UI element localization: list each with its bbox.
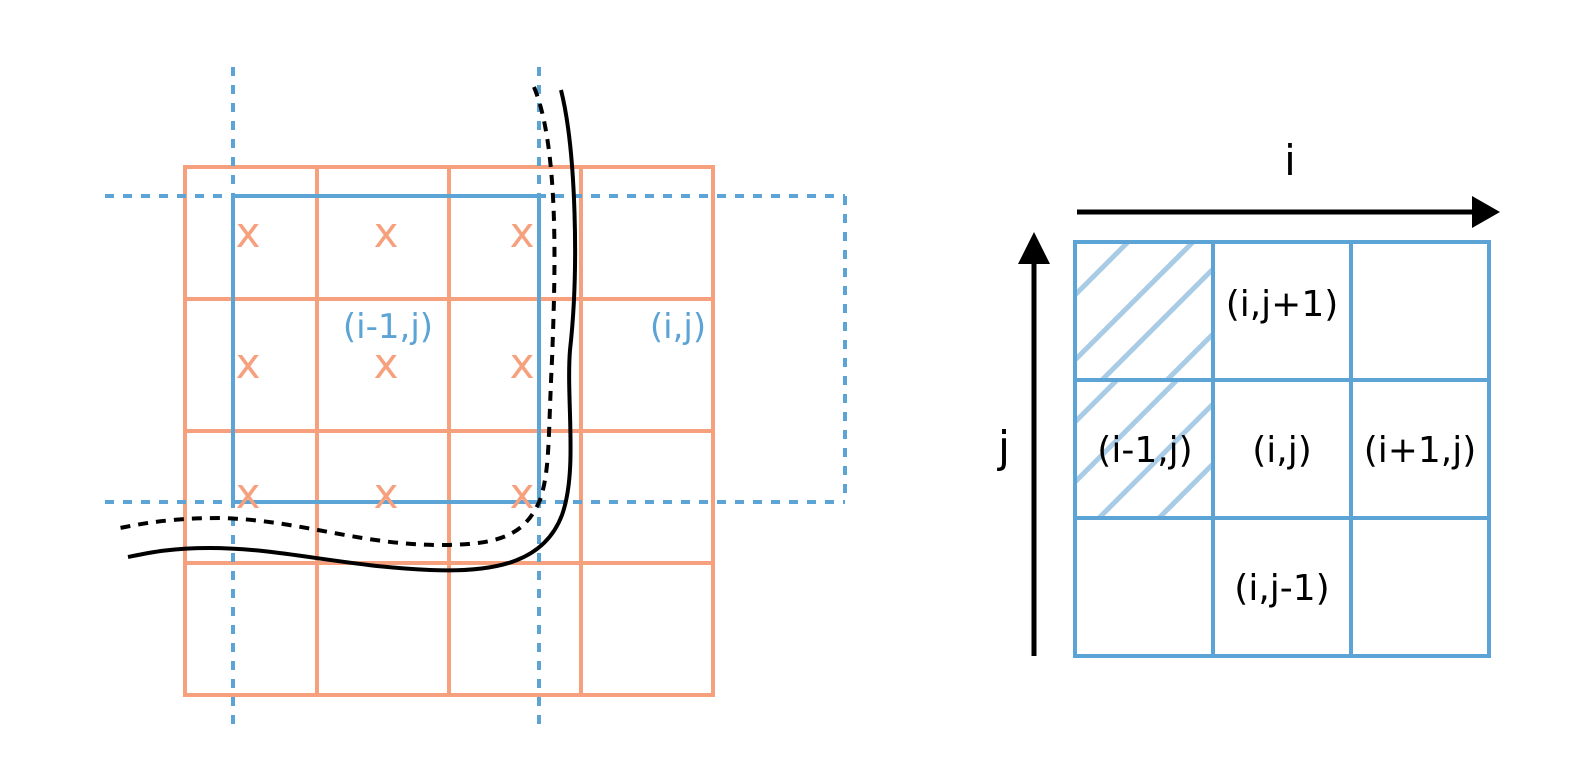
x-marker: x <box>374 339 399 388</box>
right-diagram: (i,j+1) (i-1,j) (i,j) (i+1,j) (i,j-1) i … <box>997 136 1500 658</box>
orange-grid <box>183 165 715 697</box>
blue-grid <box>1073 240 1491 658</box>
x-marker: x <box>510 208 535 257</box>
x-marker: x <box>236 208 261 257</box>
cell-label-i-j-minus-1: (i,j-1) <box>1234 568 1329 609</box>
label-i-minus-1-j: (i-1,j) <box>343 307 433 347</box>
blue-grid-outline <box>1073 240 1491 658</box>
x-marker: x <box>374 469 399 518</box>
x-marker: x <box>510 469 535 518</box>
j-axis-label: j <box>997 422 1010 473</box>
x-marker: x <box>236 339 261 388</box>
hatch-top-left <box>1075 242 1213 380</box>
left-diagram: x x x x x x x x x (i-1,j) (i,j) <box>105 67 847 725</box>
x-markers: x x x x x x x x x <box>236 208 535 518</box>
cell-label-i-minus-1-j: (i-1,j) <box>1097 430 1192 471</box>
solid-boundary-curve <box>127 89 578 573</box>
dashed-boundary-curve <box>119 86 557 548</box>
label-i-j: (i,j) <box>650 307 706 347</box>
cell-label-i-j: (i,j) <box>1252 430 1312 471</box>
x-marker: x <box>374 208 399 257</box>
i-axis-arrowhead <box>1472 196 1500 228</box>
cell-label-i-j-plus-1: (i,j+1) <box>1226 284 1339 325</box>
i-axis-label: i <box>1284 136 1296 185</box>
cell-label-i-plus-1-j: (i+1,j) <box>1364 430 1477 471</box>
j-axis-arrowhead <box>1018 232 1050 264</box>
x-marker: x <box>236 469 261 518</box>
x-marker: x <box>510 339 535 388</box>
blue-cell-i-minus-1-j <box>231 194 541 504</box>
